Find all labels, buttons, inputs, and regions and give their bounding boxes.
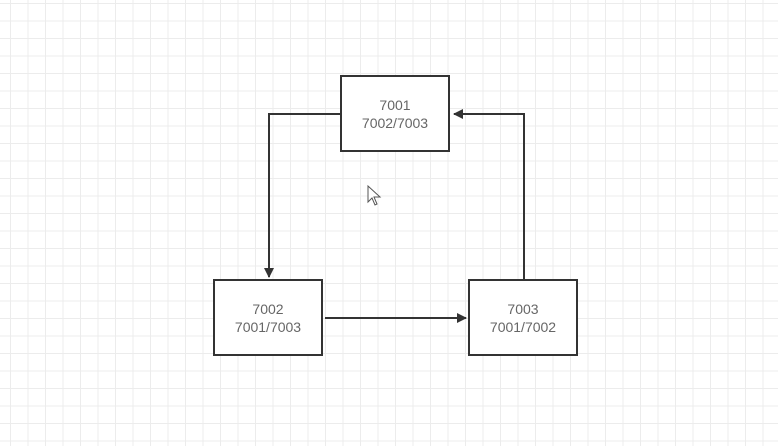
node-peers: 7002/7003 bbox=[361, 114, 429, 131]
node-port: 7001 bbox=[379, 96, 411, 113]
arrow-7001-to-7002 bbox=[264, 113, 341, 278]
node-7003[interactable]: 7003 7001/7002 bbox=[468, 279, 578, 356]
node-7002[interactable]: 7002 7001/7003 bbox=[213, 279, 323, 356]
node-peers: 7001/7003 bbox=[234, 318, 302, 335]
node-port: 7003 bbox=[507, 300, 539, 317]
node-port: 7002 bbox=[252, 300, 284, 317]
node-7001[interactable]: 7001 7002/7003 bbox=[340, 75, 450, 152]
node-peers: 7001/7002 bbox=[489, 318, 557, 335]
arrow-7003-to-7001 bbox=[453, 109, 525, 279]
mouse-cursor-icon bbox=[367, 184, 382, 206]
